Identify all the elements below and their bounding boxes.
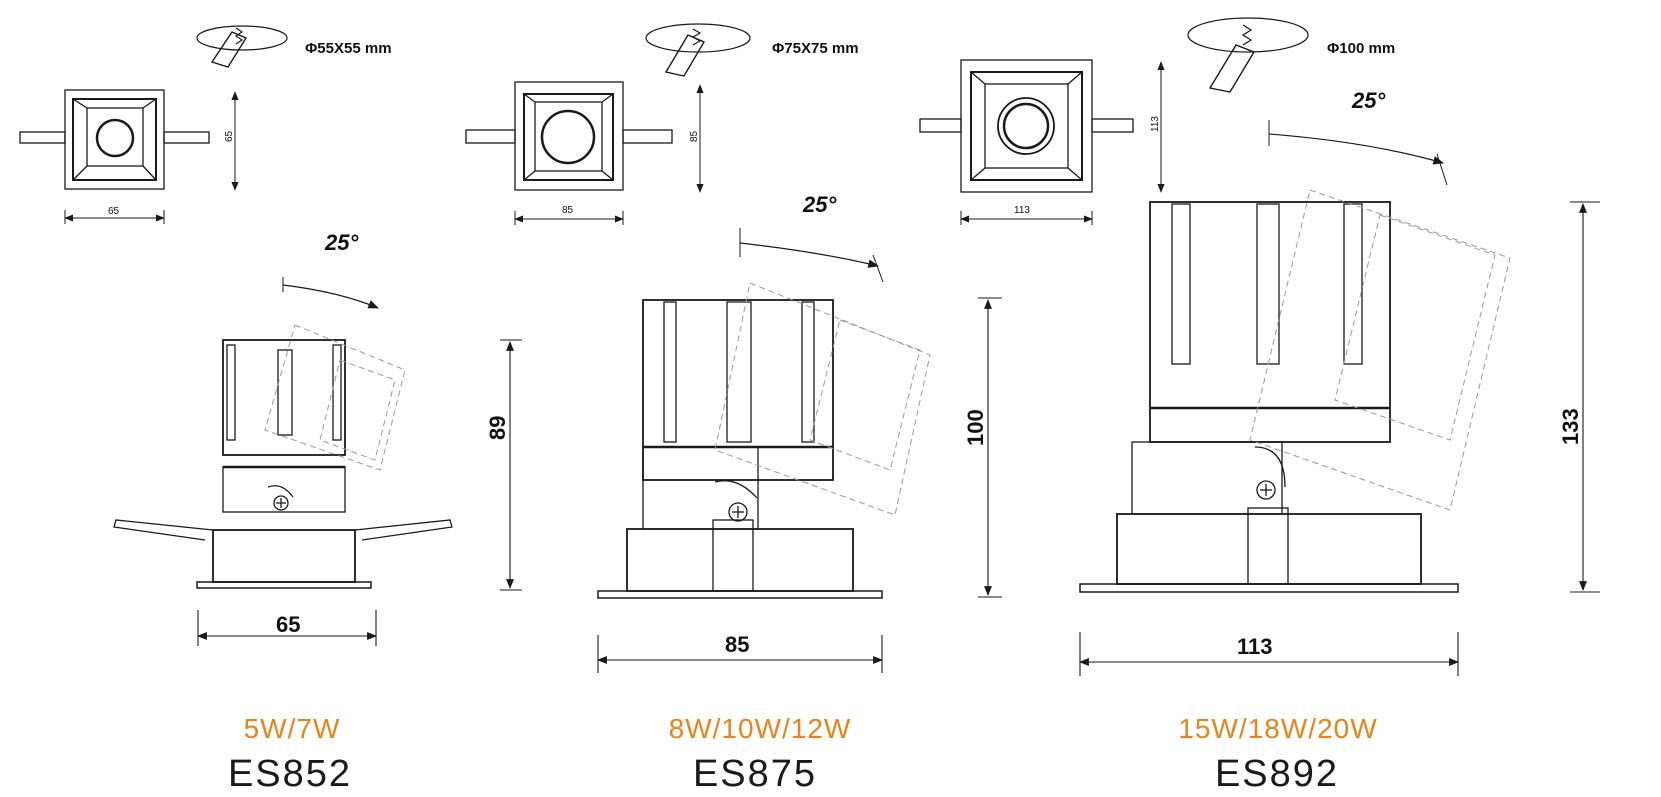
top-view (19, 89, 210, 190)
side-width-label: 85 (725, 632, 749, 657)
product-es875: Φ75X75 mm 85 85 25° (465, 23, 1002, 795)
model-label: ES852 (228, 753, 352, 795)
top-width-label: 113 (1014, 205, 1030, 216)
side-dims (1079, 201, 1600, 676)
side-height-label: 89 (485, 416, 510, 440)
side-dims (597, 297, 1002, 673)
top-width-label: 65 (108, 206, 120, 217)
side-view (597, 299, 883, 599)
side-dims (197, 339, 522, 646)
top-dims (64, 91, 239, 224)
side-view (113, 339, 453, 589)
product-es852: Φ55X55 mm 65 65 25° (19, 25, 522, 795)
top-view (465, 81, 673, 191)
tilt-angle-label: 25° (324, 230, 358, 255)
side-height-label: 133 (1558, 408, 1583, 445)
tilt-arc (1268, 133, 1445, 165)
side-width-label: 65 (276, 612, 300, 637)
side-view-tilted (264, 324, 406, 471)
wattage-label: 15W/18W/20W (1178, 713, 1377, 744)
cutout-label: Φ55X55 mm (305, 40, 392, 57)
model-label: ES875 (693, 753, 817, 795)
tilt-arc (282, 284, 379, 309)
cutout-label: Φ75X75 mm (772, 40, 859, 57)
product-es892: Φ100 mm 113 113 25° (919, 17, 1600, 795)
side-view (1079, 201, 1459, 593)
top-height-label: 85 (689, 130, 700, 142)
wattage-label: 5W/7W (244, 713, 341, 744)
top-view (919, 59, 1134, 193)
top-dims (514, 84, 704, 225)
top-width-label: 85 (562, 205, 574, 216)
cutout-icon (196, 25, 288, 68)
cutout-icon (1187, 17, 1309, 93)
top-height-label: 65 (224, 130, 235, 142)
side-view-tilted (1249, 189, 1511, 511)
model-label: ES892 (1215, 753, 1339, 795)
wattage-label: 8W/10W/12W (669, 713, 852, 744)
side-width-label: 113 (1237, 634, 1273, 659)
side-height-label: 100 (963, 409, 988, 446)
tilt-angle-label: 25° (1351, 88, 1385, 113)
top-height-label: 113 (1150, 116, 1161, 132)
cutout-icon (645, 23, 751, 77)
top-dims (960, 61, 1165, 225)
tilt-angle-label: 25° (802, 192, 836, 217)
side-view-tilted (714, 282, 931, 516)
cutout-label: Φ100 mm (1327, 40, 1395, 57)
tilt-arc (739, 242, 880, 268)
